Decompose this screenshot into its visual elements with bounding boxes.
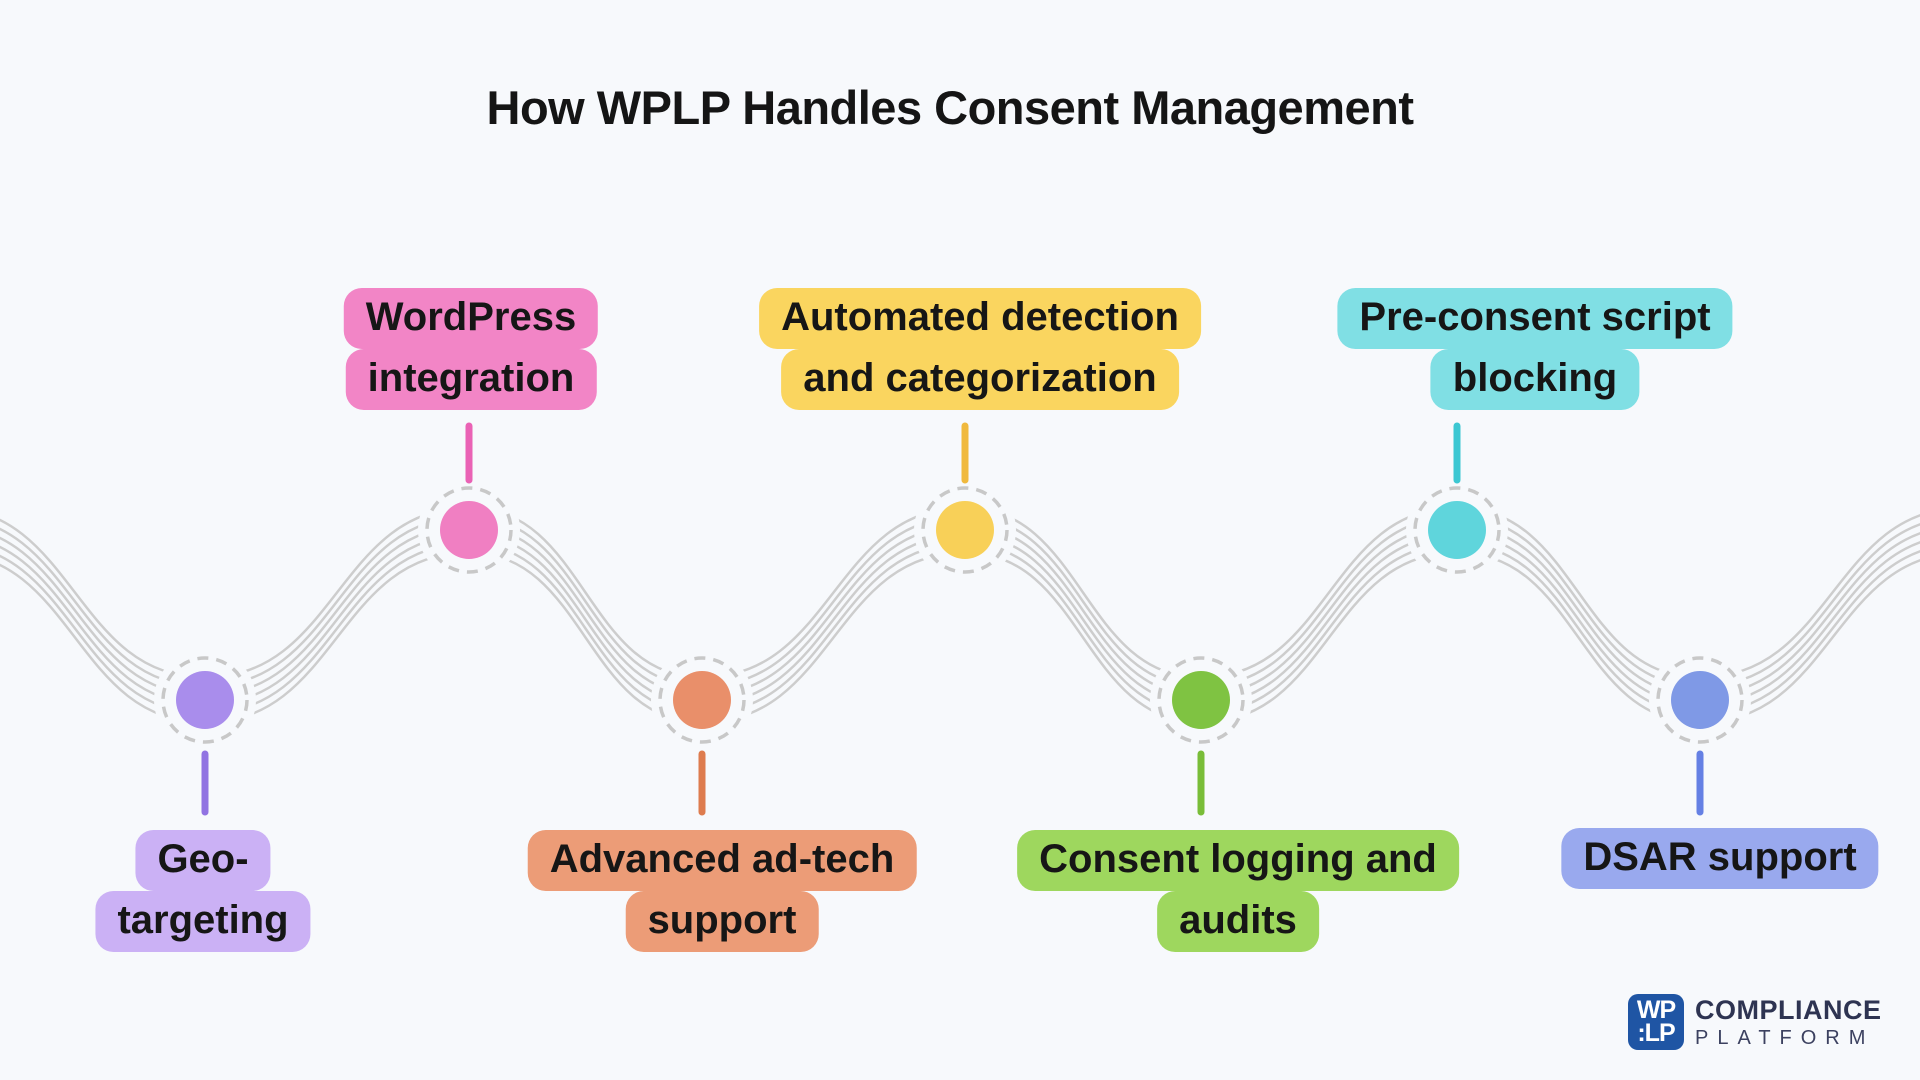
label-automated-detection-and-categorization: Automated detection and categorization	[759, 288, 1201, 410]
label-geo-targeting: Geo- targeting	[95, 830, 311, 952]
logo-subtitle: PLATFORM	[1695, 1026, 1875, 1049]
node-dot-geo-targeting	[176, 671, 234, 729]
label-line: audits	[1157, 890, 1319, 952]
node-ring-advanced-ad-tech-support	[658, 656, 746, 744]
label-line: Geo-	[135, 830, 271, 891]
label-line: integration	[345, 348, 597, 410]
node-dot-automated-detection-and-categorization	[936, 501, 994, 559]
logo-mark-line1: WP	[1636, 996, 1676, 1024]
node-ring-geo-targeting	[161, 656, 249, 744]
label-dsar-support: DSAR support	[1561, 828, 1879, 889]
node-dot-dsar-support	[1671, 671, 1729, 729]
wplp-logo: WP :LP COMPLIANCE PLATFORM	[1628, 994, 1882, 1050]
node-dot-consent-logging-and-audits	[1172, 671, 1230, 729]
label-line: Pre-consent script	[1337, 288, 1733, 349]
label-pre-consent-script-blocking: Pre-consent script blocking	[1337, 288, 1733, 410]
node-ring-dsar-support	[1656, 656, 1744, 744]
node-ring-consent-logging-and-audits	[1157, 656, 1245, 744]
label-advanced-ad-tech-support: Advanced ad-tech support	[527, 830, 917, 952]
logo-name: COMPLIANCE	[1695, 994, 1882, 1025]
label-consent-logging-and-audits: Consent logging and audits	[1017, 830, 1459, 952]
node-dot-wordpress-integration	[440, 501, 498, 559]
label-line: targeting	[95, 890, 311, 952]
label-line: Automated detection	[759, 288, 1201, 349]
label-wordpress-integration: WordPress integration	[343, 288, 599, 410]
node-ring-automated-detection-and-categorization	[921, 486, 1009, 574]
label-line: WordPress	[343, 288, 599, 349]
wplp-logo-mark-icon: WP :LP	[1628, 994, 1684, 1050]
page-title: How WPLP Handles Consent Management	[486, 81, 1414, 134]
label-line: support	[625, 890, 819, 952]
logo-mark-line2: :LP	[1637, 1019, 1675, 1047]
wplp-logo-text: COMPLIANCE PLATFORM	[1695, 994, 1882, 1049]
label-line: Advanced ad-tech	[527, 830, 917, 891]
label-line: and categorization	[781, 348, 1179, 410]
label-line: Consent logging and	[1017, 830, 1459, 891]
node-ring-wordpress-integration	[425, 486, 513, 574]
node-dot-advanced-ad-tech-support	[673, 671, 731, 729]
label-line: blocking	[1430, 348, 1640, 410]
node-ring-pre-consent-script-blocking	[1413, 486, 1501, 574]
node-dot-pre-consent-script-blocking	[1428, 501, 1486, 559]
label-line: DSAR support	[1561, 828, 1879, 889]
